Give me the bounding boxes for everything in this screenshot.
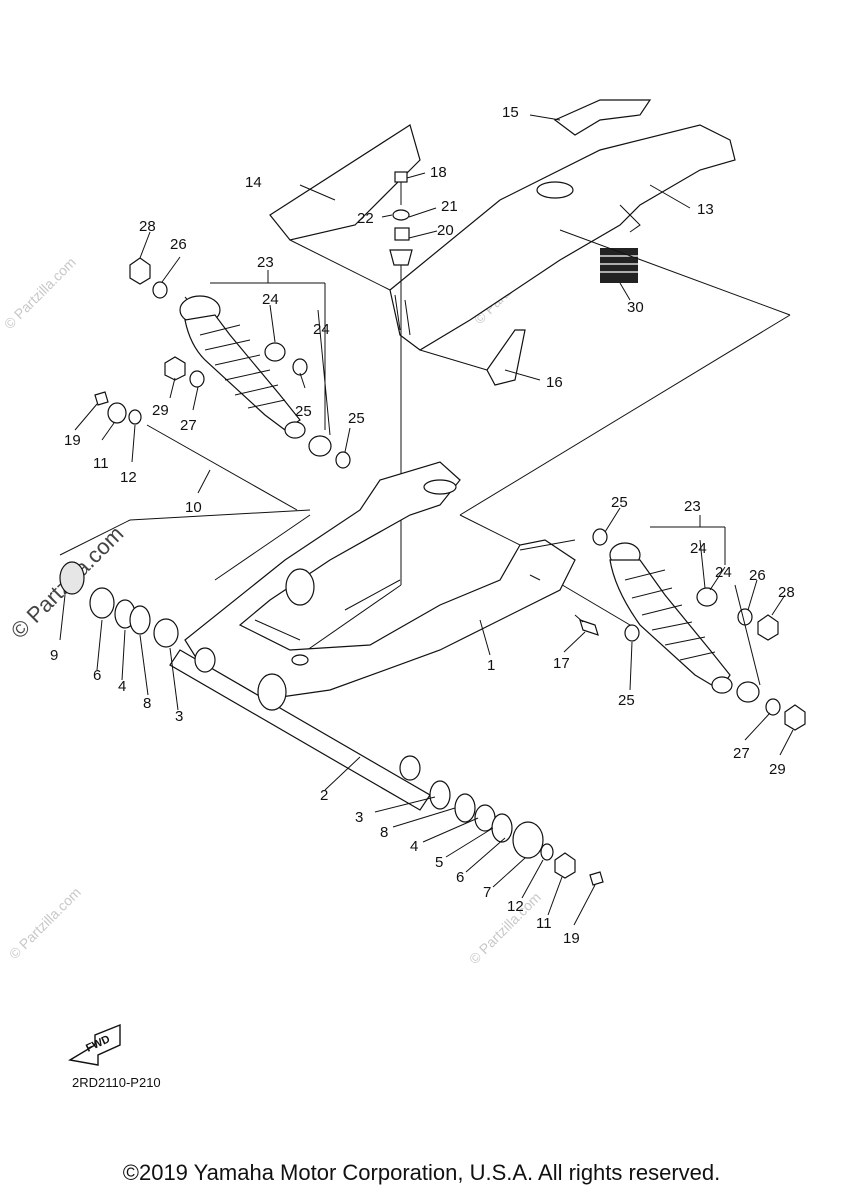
protector-lower [486, 329, 526, 386]
callout-label: 30 [627, 299, 644, 316]
cap [59, 561, 85, 595]
washer [292, 358, 308, 376]
callout-label: 10 [185, 499, 202, 516]
washer [128, 409, 142, 425]
callout-label: 28 [778, 584, 795, 601]
callout-label: 5 [435, 854, 443, 871]
callout-label: 9 [50, 647, 58, 664]
callout-label: 19 [563, 930, 580, 947]
watermark: © Partzilla.com [466, 889, 544, 967]
rear-shock-right [609, 542, 760, 703]
callout-label: 12 [507, 898, 524, 915]
callout-label: 11 [93, 455, 109, 472]
pivot-shaft [146, 424, 298, 511]
callout-label: 26 [170, 236, 187, 253]
callout-label: 15 [502, 104, 519, 121]
label-decal [600, 248, 638, 283]
chain-case [389, 124, 736, 351]
callout-label: 18 [430, 164, 447, 181]
callout-label: 24 [313, 321, 330, 338]
nut [107, 402, 127, 424]
cap [512, 821, 544, 859]
collar [89, 587, 115, 619]
callout-label: 24 [262, 291, 279, 308]
callout-label: 26 [749, 567, 766, 584]
copyright-footer: ©2019 Yamaha Motor Corporation, U.S.A. A… [122, 1160, 721, 1185]
callout-label: 7 [483, 884, 491, 901]
bearing [429, 780, 451, 810]
callout-label: 20 [437, 222, 454, 239]
nut [129, 257, 151, 285]
washer [592, 528, 608, 546]
washer [737, 608, 753, 626]
washer [765, 698, 781, 716]
collar [491, 813, 513, 843]
callout-label: 27 [180, 417, 197, 434]
callout-label: 23 [257, 254, 274, 271]
washer [624, 624, 640, 642]
callout-label: 3 [355, 809, 363, 826]
chain-guard [269, 124, 421, 241]
nut [784, 704, 806, 731]
callout-label: 1 [487, 657, 495, 674]
callout-label: 23 [684, 498, 701, 515]
pivot-tube [169, 647, 431, 811]
callout-label: 8 [380, 824, 388, 841]
forward-arrow-icon: FWD [68, 1023, 121, 1066]
callout-label: 8 [143, 695, 151, 712]
bearing [129, 605, 151, 635]
callout-label: 6 [456, 869, 464, 886]
callout-label: 24 [715, 564, 732, 581]
nut [757, 614, 779, 641]
washer [152, 281, 168, 299]
callout-label: 25 [348, 410, 365, 427]
washer [540, 843, 554, 861]
callout-label: 28 [139, 218, 156, 235]
washer [335, 451, 351, 469]
seal [454, 793, 476, 823]
callout-label: 3 [175, 708, 183, 725]
callout-label: 25 [611, 494, 628, 511]
callout-label: 14 [245, 174, 262, 191]
callout-label: 11 [536, 915, 552, 932]
rear-shock-left [179, 295, 332, 457]
callout-label: 21 [441, 198, 458, 215]
callout-label: 6 [93, 667, 101, 684]
callout-label: 24 [690, 540, 707, 557]
callout-label: 4 [410, 838, 418, 855]
diagram-code: 2RD2110-P210 [72, 1075, 161, 1090]
callout-label: 17 [553, 655, 570, 672]
callout-label: 12 [120, 469, 137, 486]
pivot-bolt [94, 391, 109, 406]
watermark: © Partzilla.com [6, 884, 84, 962]
bushing [153, 618, 179, 648]
bolt-17 [579, 619, 599, 636]
callout-label: 29 [152, 402, 169, 419]
callout-label: 13 [697, 201, 714, 218]
nut [554, 852, 576, 879]
callout-label: 16 [546, 374, 563, 391]
washer [189, 370, 205, 388]
callout-label: 19 [64, 432, 81, 449]
callout-label: 29 [769, 761, 786, 778]
nut [164, 356, 186, 381]
watermark: © Partzilla.com [1, 254, 79, 332]
callout-label: 22 [357, 210, 374, 227]
callout-label: 25 [618, 692, 635, 709]
callout-labels: 1 2 3 3 4 4 5 6 6 7 8 8 9 10 11 11 12 12… [50, 104, 795, 947]
bolt-stack [389, 171, 413, 266]
bolt [589, 871, 604, 886]
protector [553, 99, 652, 136]
callout-label: 4 [118, 678, 126, 695]
callout-label: 25 [295, 403, 312, 420]
callout-label: 2 [320, 787, 328, 804]
callout-label: 27 [733, 745, 750, 762]
swingarm [184, 461, 576, 701]
